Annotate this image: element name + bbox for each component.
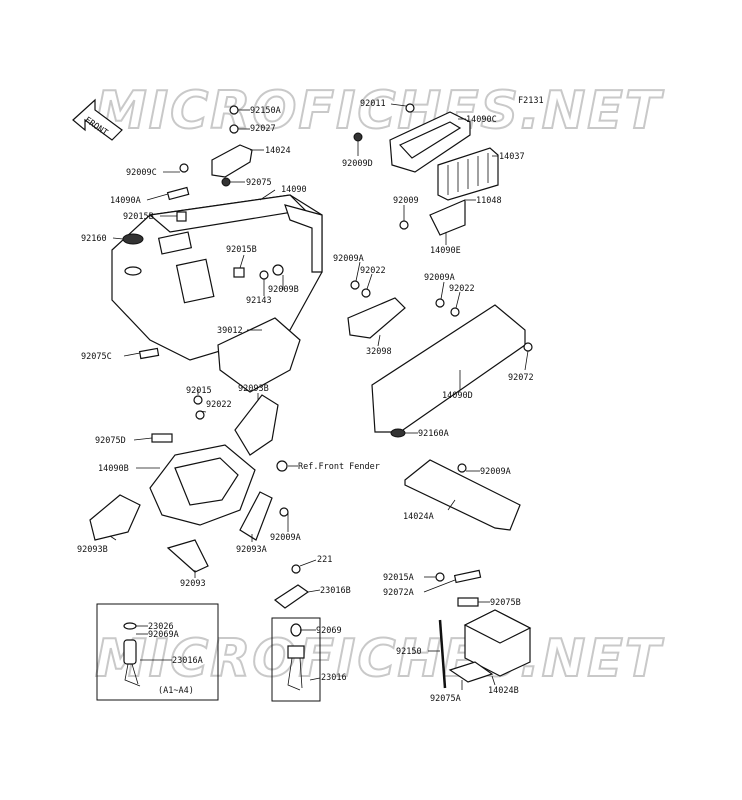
part-label: 92022 xyxy=(360,266,386,276)
part-14024A xyxy=(404,459,521,531)
part-label: 14024B xyxy=(488,686,519,696)
part-label: 92009C xyxy=(126,168,157,178)
part-92093A xyxy=(239,491,273,541)
part-92075A xyxy=(448,661,494,683)
part-label: 92093B xyxy=(238,384,269,394)
figure-code: F2131 xyxy=(518,96,544,106)
part-labels: 92150A 92027 14024 92009C 92075 14090 14… xyxy=(77,99,534,704)
part-label: 14090A xyxy=(110,196,141,206)
part-label: 221 xyxy=(317,555,332,565)
part-label: 14037 xyxy=(499,152,525,162)
bolt-92009 xyxy=(399,220,409,230)
part-14037-heat-sink xyxy=(437,147,499,201)
part-label: 92075C xyxy=(81,352,112,362)
part-label: 92022 xyxy=(449,284,475,294)
detail-box-23016 xyxy=(271,617,321,702)
detail-box-23016A xyxy=(96,603,219,701)
part-32098 xyxy=(347,297,406,339)
part-label: 92069 xyxy=(316,626,342,636)
small-fasteners xyxy=(122,105,284,360)
part-label: 92093A xyxy=(236,545,267,555)
watermark-bottom: MICROFICHES.NET xyxy=(95,629,664,689)
part-label: 92143 xyxy=(246,296,272,306)
part-label: 14090C xyxy=(466,115,497,125)
part-label: 92075B xyxy=(490,598,521,608)
part-label: 92015 xyxy=(186,386,212,396)
part-92075D xyxy=(151,433,173,443)
part-label: 92015A xyxy=(383,573,414,583)
part-label: 92009A xyxy=(333,254,364,264)
part-label: 92072 xyxy=(508,373,534,383)
watermark-top: MICROFICHES.NET xyxy=(95,81,664,141)
leader-lines xyxy=(109,103,529,690)
part-label: 92069A xyxy=(148,630,179,640)
part-39012 xyxy=(217,317,301,393)
part-label: 14090D xyxy=(442,391,473,401)
part-92093B-lower xyxy=(89,494,141,541)
part-label: 23016A xyxy=(172,656,203,666)
part-23016B xyxy=(273,584,310,609)
part-14090E-bracket xyxy=(429,199,466,236)
part-14090-cover xyxy=(111,194,323,361)
part-14024B-block xyxy=(463,609,532,677)
part-label: 92150A xyxy=(250,106,281,116)
part-label: 23016B xyxy=(320,586,351,596)
part-label: 23026 xyxy=(148,622,174,632)
rod-92150 xyxy=(438,619,447,689)
part-label: 92011 xyxy=(360,99,386,109)
part-label: 92015B xyxy=(123,212,154,222)
part-label: 92075 xyxy=(246,178,272,188)
ref-note: Ref.Front Fender xyxy=(298,462,380,472)
part-label: 11048 xyxy=(476,196,502,206)
part-label: 92150 xyxy=(396,647,422,657)
part-label: 92027 xyxy=(250,124,276,134)
part-92093 xyxy=(166,539,209,573)
part-label: 92009A xyxy=(424,273,455,283)
part-14090D-plate xyxy=(371,304,526,433)
part-label: 92015B xyxy=(226,245,257,255)
part-label: 92093B xyxy=(77,545,108,555)
part-label: 92160 xyxy=(81,234,107,244)
part-label: 23016 xyxy=(321,673,347,683)
part-label: 92009 xyxy=(393,196,419,206)
part-label: 32098 xyxy=(366,347,392,357)
part-label: 92075A xyxy=(430,694,461,704)
part-label: 14090E xyxy=(430,246,461,256)
part-label: 39012 xyxy=(217,326,243,336)
part-92093B-upper xyxy=(234,394,279,456)
model-note: (A1~A4) xyxy=(158,686,194,696)
part-14090B-tray xyxy=(149,444,256,526)
part-label: 92093 xyxy=(180,579,206,589)
part-label: 14024A xyxy=(403,512,434,522)
part-label: 92009A xyxy=(480,467,511,477)
part-14090C-grille xyxy=(353,103,471,173)
part-label: 92009B xyxy=(268,285,299,295)
part-label: 14090 xyxy=(281,185,307,195)
part-label: 92009A xyxy=(270,533,301,543)
part-label: 14024 xyxy=(265,146,291,156)
part-label: 14090B xyxy=(98,464,129,474)
part-92072A xyxy=(453,569,482,584)
part-14024 xyxy=(211,144,253,178)
part-label: 92160A xyxy=(418,429,449,439)
part-label: 92022 xyxy=(206,400,232,410)
part-label: 92009D xyxy=(342,159,373,169)
part-label: 92075D xyxy=(95,436,126,446)
part-label: 92072A xyxy=(383,588,414,598)
part-92075B xyxy=(457,597,479,607)
